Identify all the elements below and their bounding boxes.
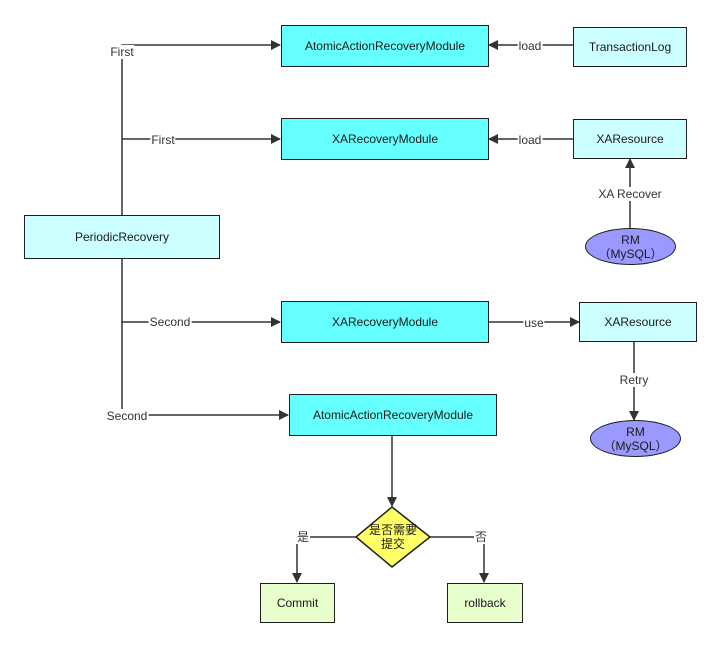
edge-label-second-bottom: Second: [105, 409, 149, 423]
edge-label-first-mid: First: [150, 133, 176, 147]
edge-label-xa-recover: XA Recover: [597, 187, 663, 201]
xa-resource-node-2: XAResource: [579, 302, 697, 342]
edge-label-yes: 是: [295, 530, 311, 544]
rm-mysql-node-2: RM （MySQL）: [590, 420, 681, 457]
edge-periodic-first-top: [121, 40, 281, 215]
edge-periodic-second-bottom: [121, 322, 289, 420]
rm-mysql-label: （MySQL）: [603, 438, 668, 453]
edge-label-second-mid: Second: [148, 315, 192, 329]
transaction-log-node: TransactionLog: [573, 27, 687, 67]
rollback-node: rollback: [447, 583, 523, 623]
rm-mysql-label: （MySQL）: [598, 246, 663, 261]
edge-periodic-second-mid: [121, 259, 281, 327]
edge-label-use: use: [523, 316, 545, 330]
xa-recovery-module-first: XARecoveryModule: [281, 118, 489, 160]
decision-diamond: [354, 506, 432, 568]
edge-label-first-top: First: [109, 45, 135, 59]
rm-mysql-node-1: RM （MySQL）: [585, 228, 676, 265]
commit-node: Commit: [260, 583, 335, 623]
rm-label: RM: [621, 232, 640, 247]
decision-label-line1: 是否需要: [368, 523, 418, 537]
rm-label: RM: [626, 424, 645, 439]
edge-label-load-2: load: [517, 133, 543, 147]
xa-resource-node-1: XAResource: [573, 119, 687, 159]
edge-label-retry: Retry: [618, 373, 650, 387]
decision-label-line2: 提交: [380, 537, 406, 551]
atomic-action-recovery-module-second: AtomicActionRecoveryModule: [289, 394, 497, 436]
xa-recovery-module-second: XARecoveryModule: [281, 301, 489, 343]
atomic-action-recovery-module-first: AtomicActionRecoveryModule: [281, 25, 489, 67]
edge-label-no: 否: [473, 530, 489, 544]
periodic-recovery-node: PeriodicRecovery: [24, 215, 220, 259]
edge-label-load-1: load: [517, 39, 543, 53]
decision-label: 是否需要 提交: [369, 523, 417, 551]
